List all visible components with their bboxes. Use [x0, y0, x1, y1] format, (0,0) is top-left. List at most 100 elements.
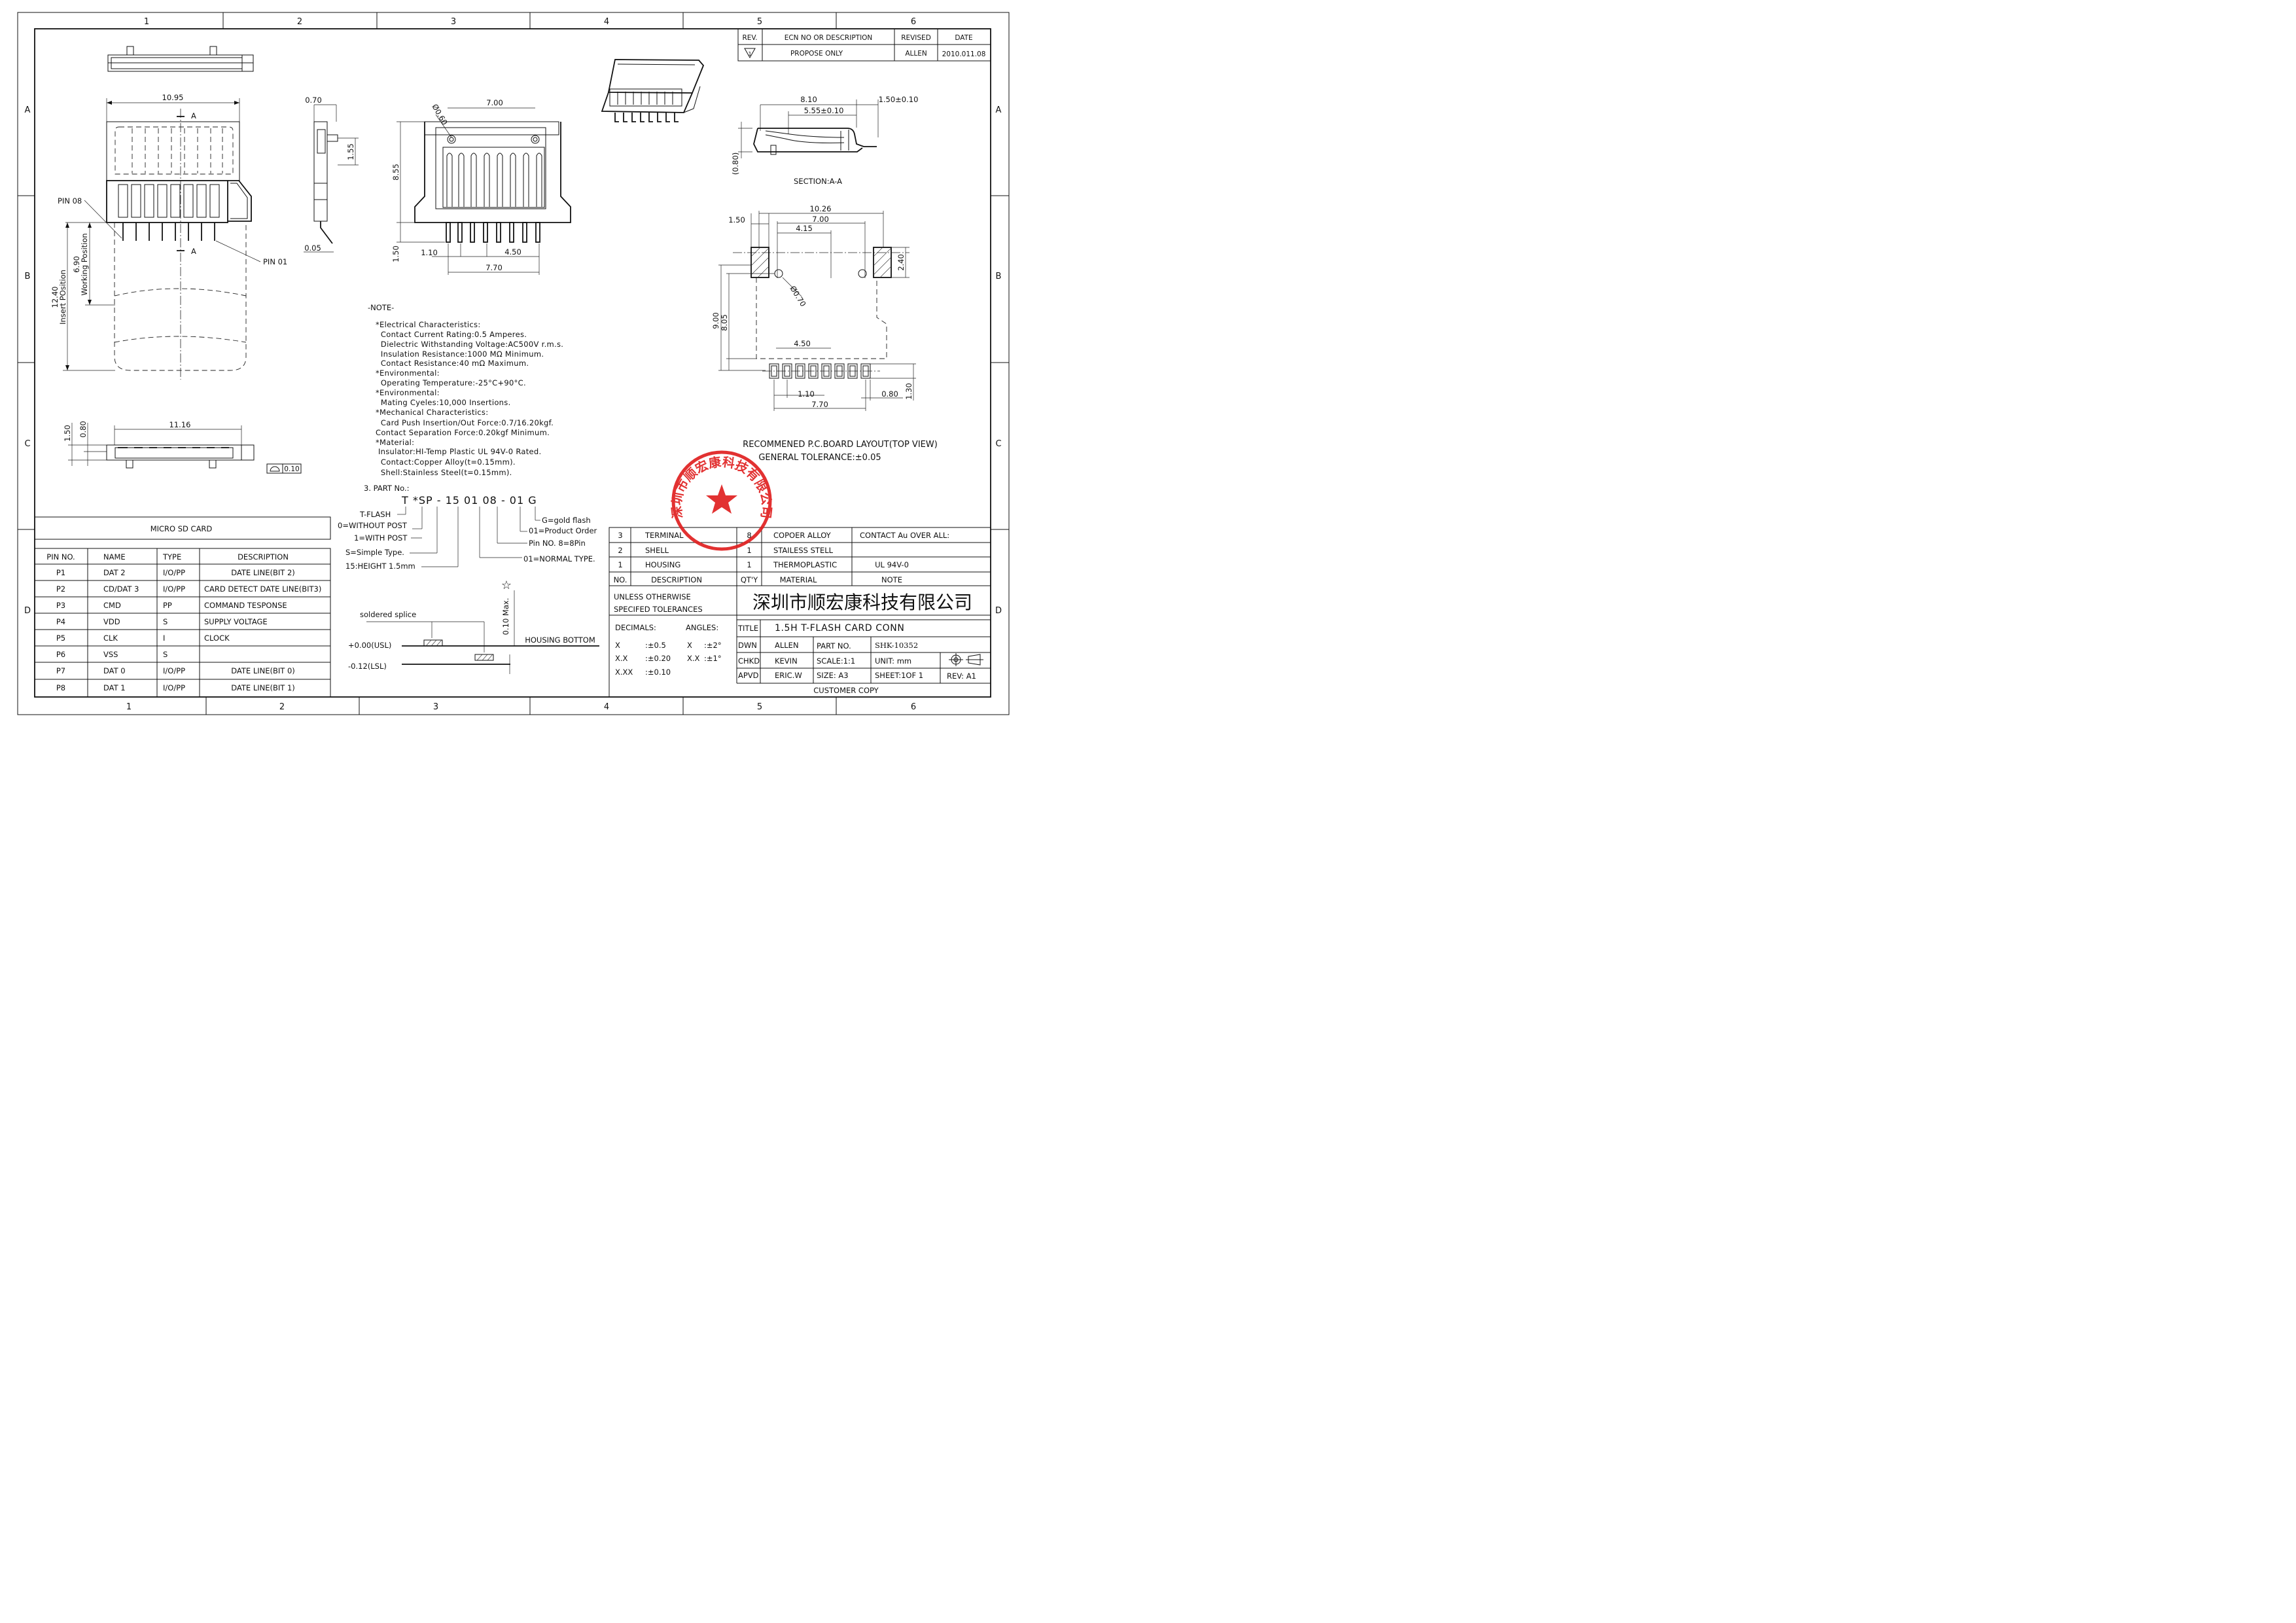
border: 1 2 3 4 5 6 1 2 3 4 5 6 A B C D A B C D [17, 12, 1010, 715]
bom-header: DESCRIPTION [651, 575, 702, 584]
callout-without-post: 0=WITHOUT POST [338, 521, 408, 530]
dim-front-770: 7.70 [486, 263, 503, 272]
zone-row-b-right: B [996, 272, 1002, 281]
dim-pcb-130: 1.30 [904, 383, 913, 400]
revision-label: REV: A1 [947, 671, 976, 681]
bom-material-cell: STAILESS STELL [773, 546, 834, 555]
side-view: 0.70 1.55 0.05 [304, 96, 359, 253]
coplanarity-detail: ☆ 0.10 Max. soldered splice HOUSING BOTT… [348, 579, 599, 674]
revised-by: ALLEN [905, 50, 927, 58]
bom-no-cell: 3 [618, 531, 622, 540]
pin08-label: PIN 08 [58, 196, 82, 205]
dim-side-005: 0.05 [304, 243, 321, 253]
bom-material-cell: THERMOPLASTIC [773, 560, 837, 569]
company-name: 深圳市顺宏康科技有限公司 [752, 592, 972, 613]
zone-col-5-bottom: 5 [757, 702, 762, 712]
pin-name-cell: DAT 2 [103, 568, 126, 577]
bom-header: MATERIAL [780, 575, 817, 584]
bom-note-cell: CONTACT Au OVER ALL: [860, 531, 949, 540]
pcb-tolerance: GENERAL TOLERANCE:±0.05 [758, 453, 881, 463]
bom-qty-cell: 1 [747, 546, 751, 555]
dim-pcb-hole: Ø0.70 [788, 284, 807, 308]
pin-name-cell: DAT 0 [103, 666, 126, 675]
pin-type-cell: I/O/PP [163, 568, 185, 577]
angle-value: :±1° [704, 654, 722, 663]
pin-table-header: PIN NO. [46, 552, 75, 562]
dim-section-080: (0.80) [731, 152, 740, 175]
dim-pcb-1026: 10.26 [810, 204, 832, 213]
angle-label: X.X [687, 654, 700, 663]
note-line: *Material: [376, 438, 414, 447]
scale: SCALE:1:1 [817, 656, 855, 666]
dwn-label: DWN [738, 641, 757, 650]
zone-col-4-bottom: 4 [604, 702, 609, 712]
flatness-symbol-icon [270, 466, 280, 472]
soldered-splice-label: soldered splice [360, 610, 416, 619]
callout-height: 15:HEIGHT 1.5mm [345, 562, 415, 571]
bom-header: NO. [614, 575, 627, 584]
angle-label: X [687, 641, 692, 650]
pin-no-cell: P3 [56, 601, 65, 610]
note-line: Shell:Stainless Steel(t=0.15mm). [376, 468, 512, 477]
note-line: *Electrical Characteristics: [376, 320, 481, 329]
pin-table-header: TYPE [162, 552, 181, 562]
flatness-value: 0.10 [284, 465, 299, 473]
callout-with-post: 1=WITH POST [354, 533, 408, 543]
section-mark-a-bottom: A [191, 247, 196, 256]
note-line: Dielectric Withstanding Voltage:AC500V r… [376, 340, 563, 349]
pin-name-cell: CD/DAT 3 [103, 584, 139, 594]
pin-name-cell: VDD [103, 617, 120, 626]
pin-description-cell: SUPPLY VOLTAGE [204, 617, 268, 626]
pin-no-cell: P8 [56, 683, 65, 692]
title-block: UNLESS OTHERWISE SPECIFED TOLERANCES 深圳市… [609, 585, 991, 698]
pin-description-cell: DATE LINE(BIT 1) [231, 683, 295, 692]
part-no-code: T *SP - 15 01 08 - 01 G [401, 494, 537, 507]
chkd-label: CHKD [738, 656, 760, 666]
zone-col-6-bottom: 6 [911, 702, 916, 712]
dim-bottom-080: 0.80 [79, 421, 88, 438]
front-view: 7.00 Ø0.60 8.55 1.50 [391, 98, 571, 275]
zone-col-2-top: 2 [297, 17, 302, 27]
tol-value: :±0.20 [645, 654, 671, 663]
zone-row-c-left: C [24, 439, 30, 449]
revised-header: REVISED [901, 34, 931, 42]
dim-section-150: 1.50±0.10 [879, 95, 919, 104]
dim-pcb-450: 4.50 [794, 339, 811, 348]
tol-value: :±0.10 [645, 668, 671, 677]
bom-qty-cell: 8 [747, 531, 751, 540]
callout-simple-type: S=Simple Type. [345, 548, 404, 557]
rev-number: 1 [748, 51, 751, 57]
zone-col-2-bottom: 2 [279, 702, 285, 712]
bom-header: QT'Y [741, 575, 758, 584]
dim-front-hole: Ø0.60 [430, 103, 449, 127]
pin-no-cell: P4 [56, 617, 65, 626]
revision-triangle-icon [744, 48, 756, 59]
pin-no-cell: P5 [56, 633, 65, 643]
dim-pcb-150: 1.50 [728, 215, 745, 224]
part-no-value: SHK-10352 [875, 641, 918, 650]
callout-tflash: T-FLASH [359, 510, 391, 519]
pin-table-title: MICRO SD CARD [150, 524, 213, 533]
zone-row-d-right: D [995, 606, 1002, 616]
lsl-label: -0.12(LSL) [348, 662, 387, 671]
zone-row-d-left: D [24, 606, 31, 616]
section-a-a: 8.10 5.55±0.10 1.50±0.10 (0.80) SECTION:… [731, 95, 918, 186]
tol-label: X.XX [615, 668, 633, 677]
date-header: DATE [955, 34, 972, 42]
callout-product-order: 01=Product Order [529, 526, 597, 535]
pin-no-cell: P2 [56, 584, 65, 594]
zone-col-5-top: 5 [757, 17, 762, 27]
zone-row-a-right: A [996, 105, 1002, 115]
note-line: Operating Temperature:-25°C+90°C. [376, 378, 526, 387]
bom-no-cell: 1 [618, 560, 622, 569]
pin-no-cell: P7 [56, 666, 65, 675]
pin-type-cell: I/O/PP [163, 584, 185, 594]
callout-gold-flash: G=gold flash [542, 516, 591, 525]
dim-side-070: 0.70 [305, 96, 322, 105]
revision-date: 2010.011.08 [942, 50, 986, 58]
zone-col-4-top: 4 [604, 17, 609, 27]
dim-bottom-1116: 11.16 [169, 420, 191, 429]
notes-block: -NOTE- *Electrical Characteristics: Cont… [368, 303, 563, 477]
pin-type-cell: I [163, 633, 165, 643]
dim-pcb-415: 4.15 [796, 224, 813, 233]
